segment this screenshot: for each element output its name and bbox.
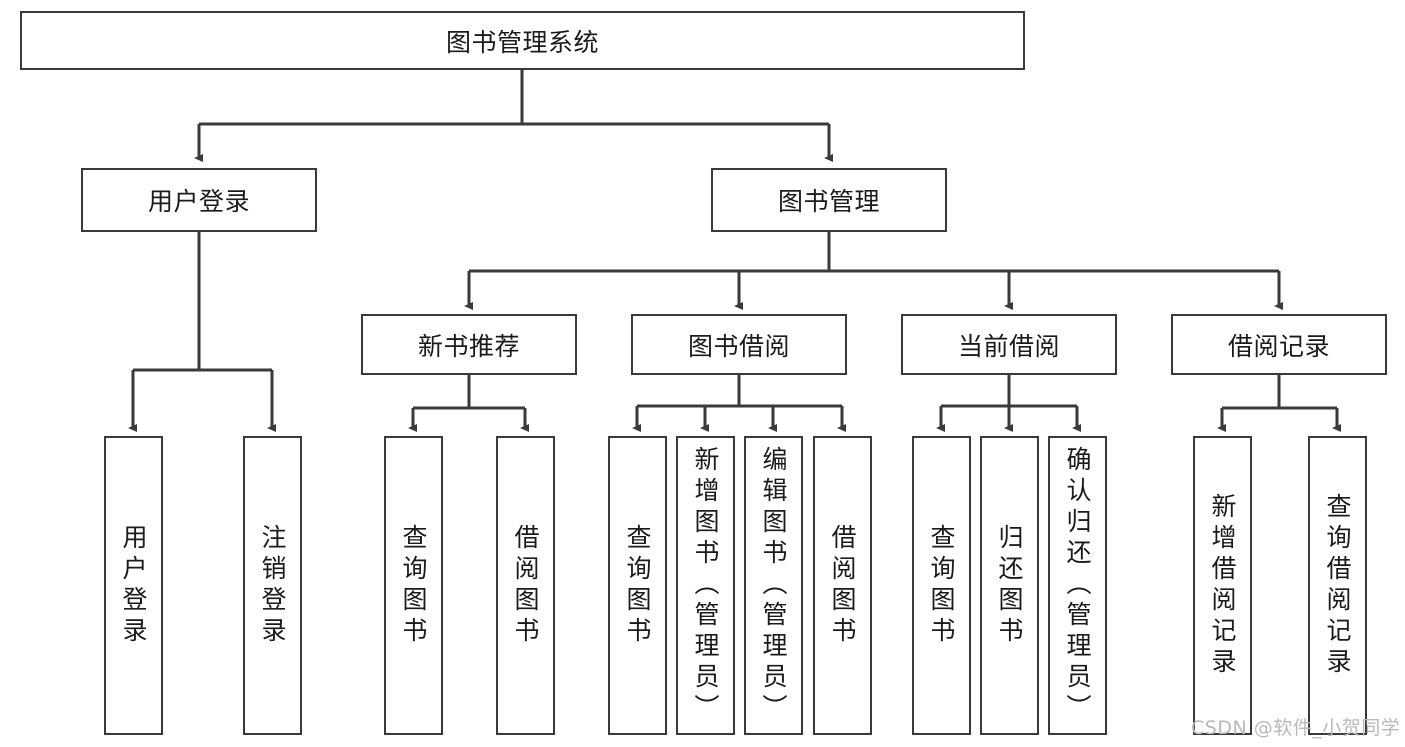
node-leaf-query-book-2[interactable]: 查询图书 xyxy=(608,436,667,735)
node-new-book-recommend[interactable]: 新书推荐 xyxy=(361,314,577,375)
node-book-borrow[interactable]: 图书借阅 xyxy=(631,314,847,375)
node-leaf-query-record-label: 查询借阅记录 xyxy=(1323,492,1352,679)
node-leaf-user-login-label: 用户登录 xyxy=(119,523,148,648)
node-current-borrow-label: 当前借阅 xyxy=(957,331,1060,361)
node-borrow-record[interactable]: 借阅记录 xyxy=(1171,314,1387,375)
node-leaf-edit-book[interactable]: 编辑图书（管理员） xyxy=(744,436,803,735)
node-user-login-label: 用户登录 xyxy=(147,187,250,216)
csdn-watermark: CSDN @软件_小贺同学 xyxy=(1191,717,1401,739)
node-borrow-record-label: 借阅记录 xyxy=(1227,331,1330,361)
node-current-borrow[interactable]: 当前借阅 xyxy=(901,314,1117,375)
node-leaf-query-book-3-label: 查询图书 xyxy=(927,523,956,648)
node-book-borrow-label: 图书借阅 xyxy=(687,331,790,361)
node-leaf-logout-login[interactable]: 注销登录 xyxy=(243,436,302,735)
node-user-login[interactable]: 用户登录 xyxy=(81,168,317,232)
node-leaf-logout-login-label: 注销登录 xyxy=(258,523,287,648)
node-leaf-confirm-return[interactable]: 确认归还（管理员） xyxy=(1048,436,1107,735)
node-new-book-recommend-label: 新书推荐 xyxy=(417,331,520,361)
node-leaf-borrow-book-1-label: 借阅图书 xyxy=(511,523,540,648)
node-leaf-borrow-book-1[interactable]: 借阅图书 xyxy=(496,436,555,735)
node-leaf-edit-book-label: 编辑图书（管理员） xyxy=(759,446,788,725)
node-root-label: 图书管理系统 xyxy=(445,27,599,57)
node-book-management-label: 图书管理 xyxy=(777,187,880,216)
node-leaf-query-book-2-label: 查询图书 xyxy=(623,523,652,648)
node-leaf-query-record[interactable]: 查询借阅记录 xyxy=(1308,436,1367,735)
node-leaf-borrow-book-2-label: 借阅图书 xyxy=(828,523,857,648)
node-leaf-query-book-1[interactable]: 查询图书 xyxy=(384,436,443,735)
node-leaf-confirm-return-label: 确认归还（管理员） xyxy=(1063,446,1092,725)
node-leaf-add-record[interactable]: 新增借阅记录 xyxy=(1193,436,1252,735)
node-leaf-add-record-label: 新增借阅记录 xyxy=(1208,492,1237,679)
node-leaf-user-login[interactable]: 用户登录 xyxy=(104,436,163,735)
node-leaf-return-book-label: 归还图书 xyxy=(995,523,1024,648)
node-leaf-add-book-label: 新增图书（管理员） xyxy=(691,446,720,725)
node-leaf-add-book[interactable]: 新增图书（管理员） xyxy=(676,436,735,735)
node-leaf-query-book-1-label: 查询图书 xyxy=(399,523,428,648)
node-leaf-return-book[interactable]: 归还图书 xyxy=(980,436,1039,735)
node-leaf-borrow-book-2[interactable]: 借阅图书 xyxy=(813,436,872,735)
node-leaf-query-book-3[interactable]: 查询图书 xyxy=(912,436,971,735)
node-root[interactable]: 图书管理系统 xyxy=(20,11,1025,70)
node-book-management[interactable]: 图书管理 xyxy=(711,168,947,232)
